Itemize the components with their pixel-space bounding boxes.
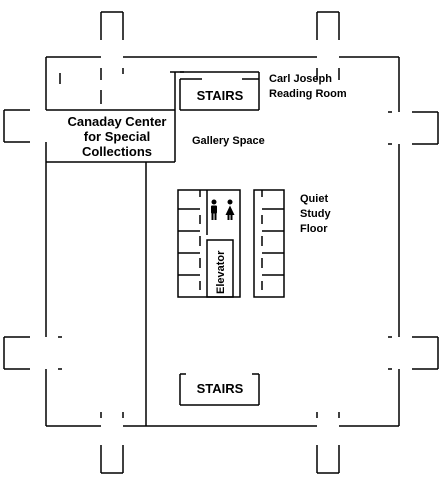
carl-joseph-reading-room-label: Carl Joseph Reading Room	[269, 73, 347, 100]
stairs-bottom-label: STAIRS	[197, 381, 244, 396]
stairs-top-label: STAIRS	[197, 88, 244, 103]
elevator-label: Elevator	[215, 250, 227, 294]
right-core-walls	[253, 189, 285, 298]
stairs-top-box	[179, 71, 260, 111]
carl-line1: Carl Joseph	[269, 73, 332, 85]
gallery-space-label: Gallery Space	[192, 135, 265, 147]
restroom-women-icon	[225, 199, 235, 220]
quiet-study-floor-label: Quiet Study Floor	[300, 193, 331, 235]
pillars	[3, 11, 439, 474]
canaday-center-walls	[46, 71, 184, 426]
outer-walls	[45, 56, 400, 427]
central-core-walls	[177, 189, 241, 298]
quiet-line3: Floor	[300, 223, 328, 235]
restroom-men-icon	[211, 199, 217, 220]
canaday-line2: for Special	[84, 129, 150, 144]
carl-line2: Reading Room	[269, 88, 347, 100]
canaday-line3: Collections	[82, 144, 152, 159]
canaday-line1: Canaday Center	[68, 114, 167, 129]
quiet-line2: Study	[300, 208, 331, 220]
quiet-line1: Quiet	[300, 193, 328, 205]
canaday-center-label: Canaday Center for Special Collections	[68, 114, 167, 159]
